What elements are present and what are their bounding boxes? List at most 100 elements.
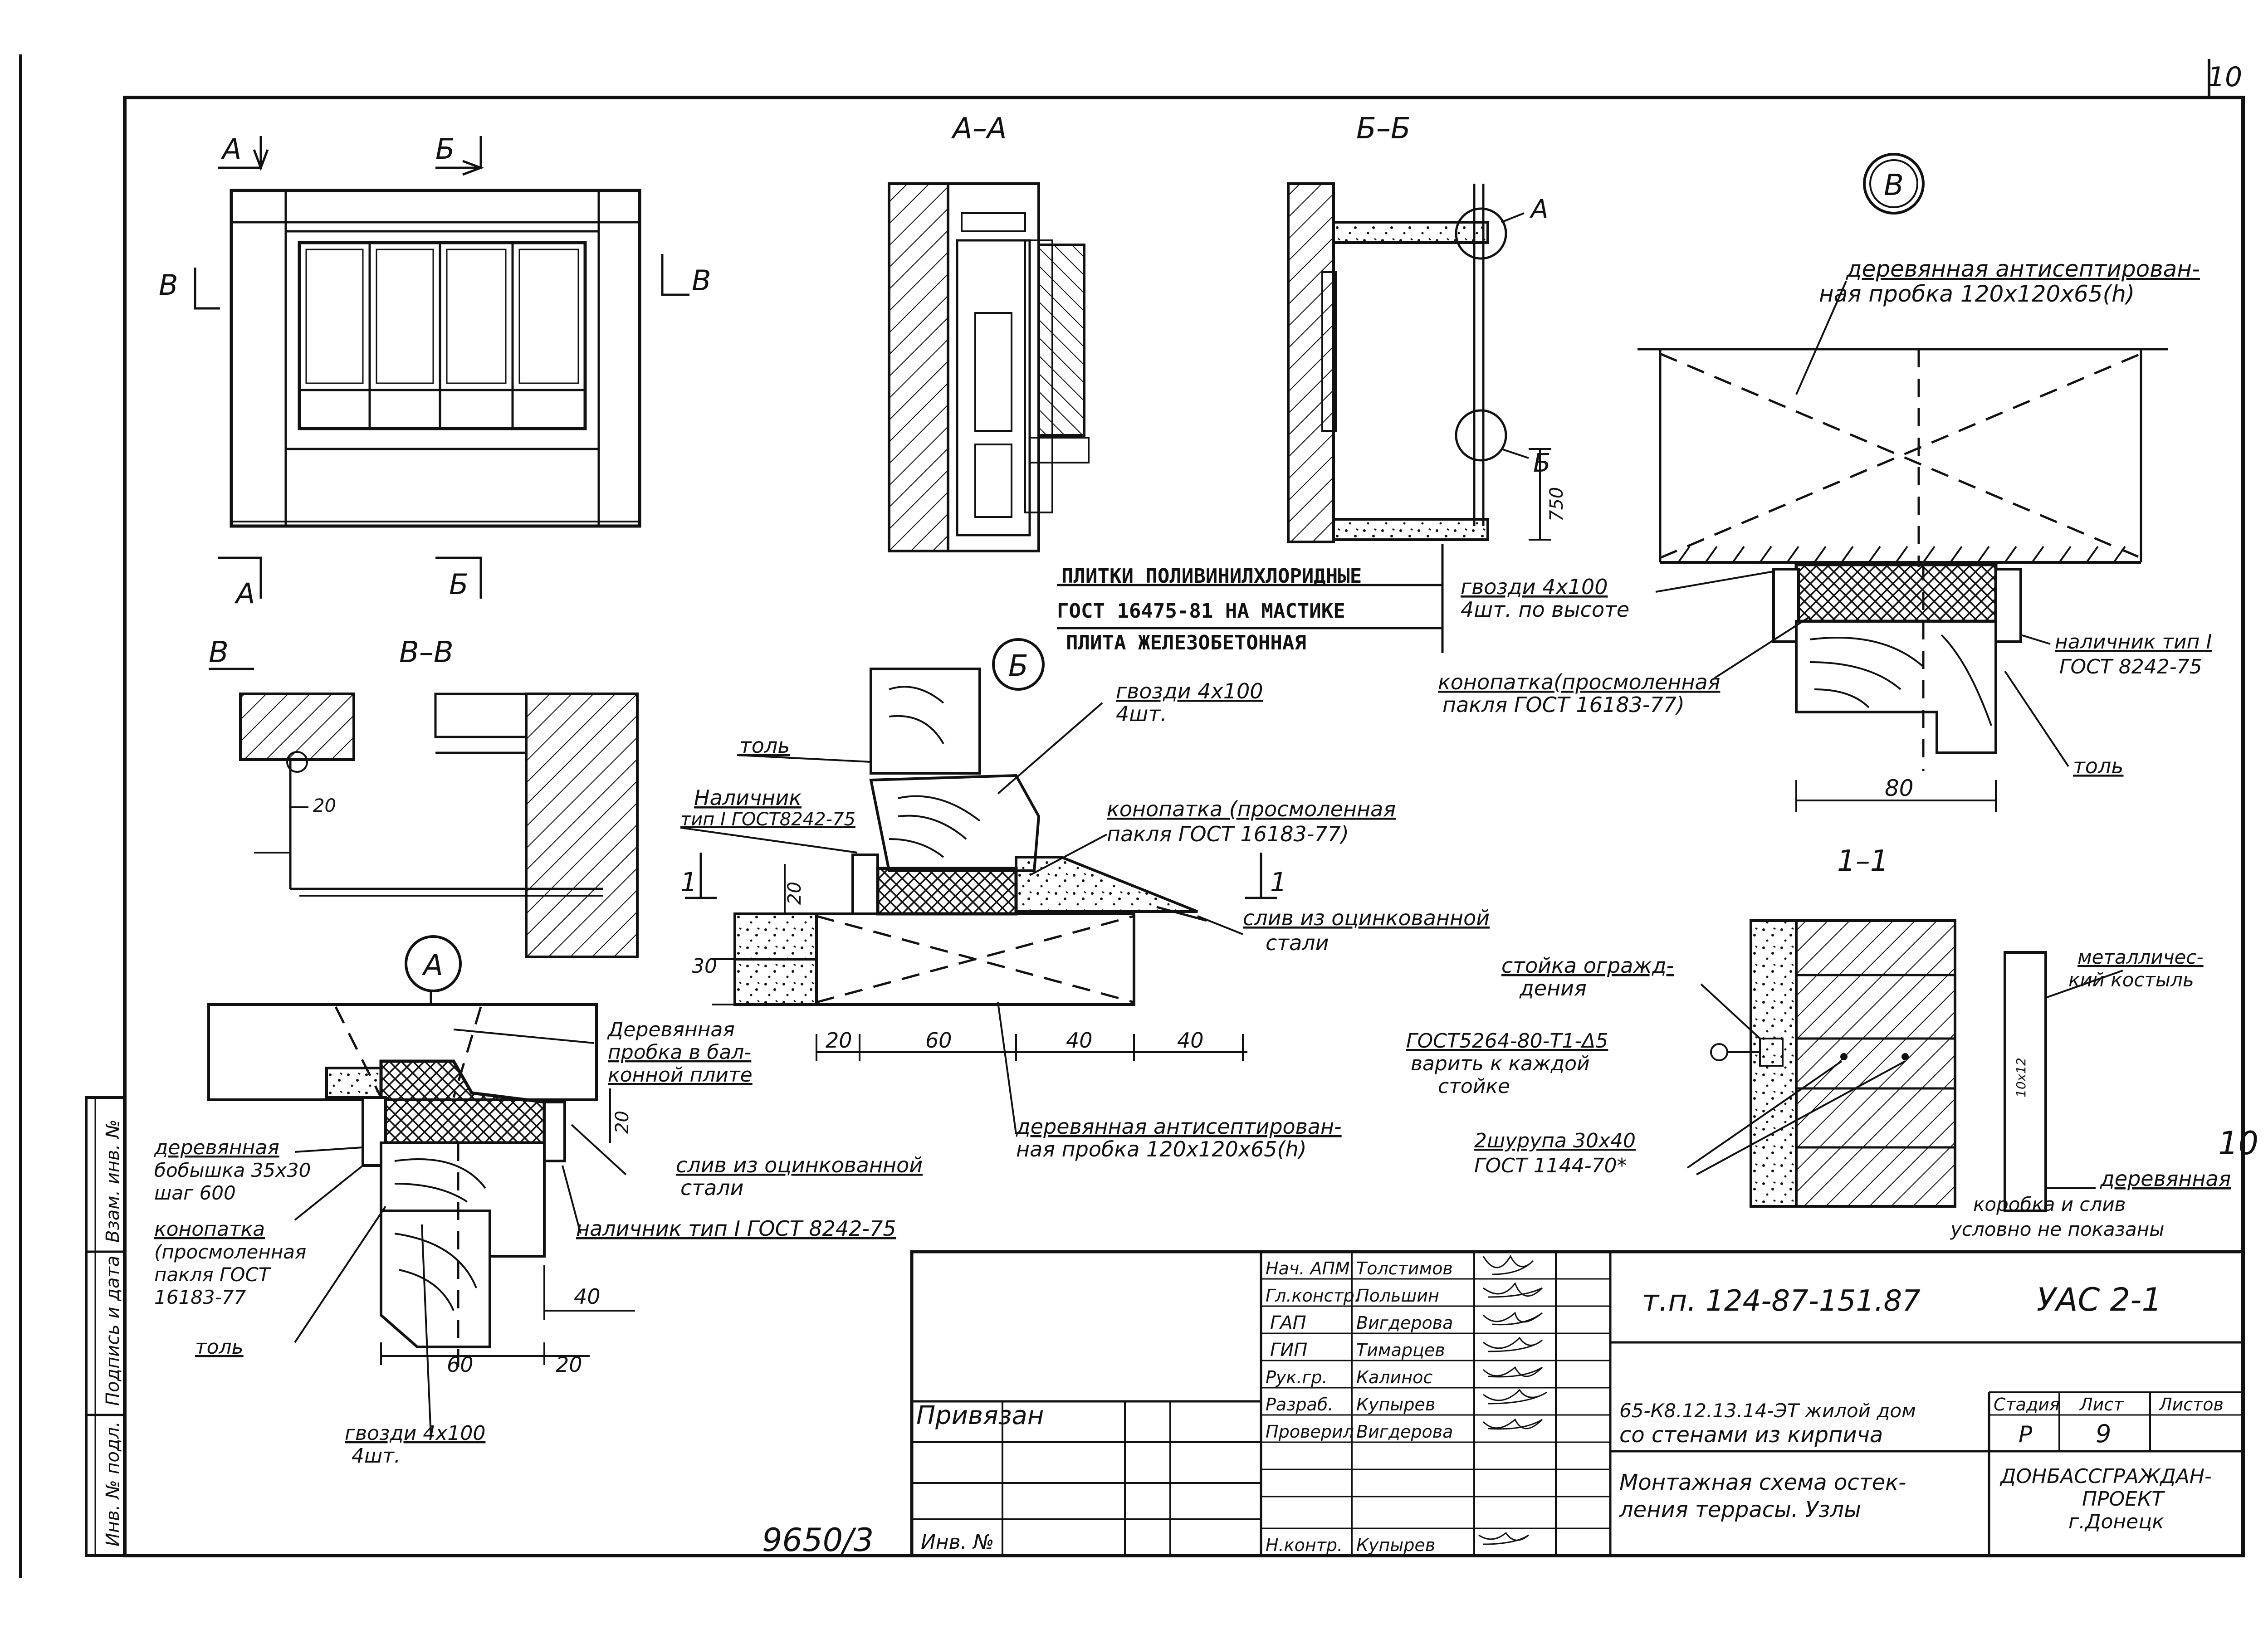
facade-cut-v-right: В	[692, 264, 711, 297]
node-b-dim-20v: 20	[784, 882, 805, 905]
tb-name-4: Калинос	[1356, 1367, 1432, 1387]
tb-role-5: Разраб.	[1266, 1395, 1333, 1415]
section-11-korobka1: деревянная	[2100, 1166, 2231, 1191]
section-11-gost1: ГОСТ5264-80-Т1-Δ5	[1406, 1029, 1608, 1053]
signatures	[1478, 1254, 1547, 1545]
tb-name-0: Толстимов	[1356, 1258, 1453, 1278]
node-a-konopatka3: пакля ГОСТ	[154, 1263, 272, 1286]
node-a-konopatka1: конопатка	[154, 1218, 265, 1241]
node-b-nails2: 4шт.	[1116, 702, 1167, 726]
tb-name-2: Вигдерова	[1356, 1313, 1453, 1333]
section-11-dim-vert: 10х12	[2014, 1058, 2028, 1097]
side-mark: 10	[2218, 1125, 2258, 1162]
stamp-inv-podl: Инв. № подл.	[103, 1421, 123, 1546]
node-v-probka2: ная пробка 120х120х65(h)	[1819, 281, 2135, 307]
tb-mark: УАС 2-1	[2037, 1281, 2162, 1318]
tb-role-1: Гл.констр.	[1266, 1286, 1360, 1306]
bb-note-line2: ГОСТ 16475-81 НА МАСТИКЕ	[1057, 600, 1345, 623]
node-b-nalichnik1: Наличник	[694, 785, 802, 810]
section-aa-title: А–А	[951, 112, 1007, 146]
tb-object2: со стенами из кирпича	[1619, 1422, 1883, 1448]
node-b-cut-left: 1	[680, 867, 697, 897]
bb-callout-b: Б	[1533, 449, 1550, 478]
tb-drawing2: ления террасы. Узлы	[1619, 1497, 1861, 1522]
facade-view	[194, 136, 689, 599]
node-b-probka1: деревянная антисептирован-	[1016, 1114, 1342, 1139]
node-a-konopatka2: (просмоленная	[154, 1241, 306, 1263]
node-a-dim-40: 40	[574, 1284, 601, 1309]
tb-sheets-h: Листов	[2158, 1395, 2224, 1415]
section-11-korobka3: условно не показаны	[1950, 1218, 2164, 1240]
tb-code: т.п. 124-87-151.87	[1642, 1284, 1921, 1318]
node-a-probka2: пробка в бал-	[608, 1041, 751, 1064]
node-a-nails2: 4шт.	[352, 1444, 401, 1468]
node-a-dim-20: 20	[612, 1111, 633, 1134]
tb-name-5: Купырев	[1356, 1395, 1435, 1415]
node-b-dim-3: 40	[1066, 1028, 1093, 1053]
facade-cut-a-top: А	[220, 132, 241, 166]
node-a-probka3: конной плите	[608, 1063, 753, 1087]
tb-org3: г.Донецк	[2068, 1510, 2164, 1533]
tb-sheet-h: Лист	[2079, 1395, 2124, 1415]
tb-name-6: Вигдерова	[1356, 1422, 1453, 1442]
section-11-gost2: варить к каждой	[1411, 1052, 1590, 1075]
node-a-nails: гвозди 4х100	[345, 1422, 485, 1445]
vv-dim-20: 20	[313, 795, 336, 816]
node-b-sliv1: слив из оцинкованной	[1243, 906, 1490, 930]
facade-cut-a-bottom: А	[234, 577, 255, 610]
tb-role-2: ГАП	[1270, 1312, 1306, 1333]
section-11-kostyl1: металличес-	[2077, 946, 2204, 968]
tb-name-1: Польшин	[1356, 1286, 1439, 1306]
facade-cut-b-bottom: Б	[449, 568, 469, 601]
node-v-konopatka1: конопатка(просмоленная	[1438, 670, 1720, 694]
node-v-nails2: 4шт. по высоте	[1461, 597, 1629, 622]
node-b-tol: толь	[739, 733, 790, 758]
bb-note-line1: ПЛИТКИ ПОЛИВИНИЛХЛОРИДНЫЕ	[1061, 565, 1362, 588]
tb-drawing1: Монтажная схема остек-	[1619, 1470, 1906, 1495]
section-bb-title: Б–Б	[1356, 112, 1411, 146]
bb-dim-750: 750	[1546, 487, 1567, 522]
node-a-sliv1: слив из оцинкованной	[676, 1153, 923, 1177]
section-vv-title: В–В	[399, 636, 454, 669]
node-b-dim-4: 40	[1177, 1028, 1204, 1053]
bb-callout-a: А	[1530, 195, 1548, 224]
node-a-circle-label: А	[421, 949, 443, 982]
section-11-gost3: стойке	[1438, 1075, 1510, 1098]
facade-cut-b-top: Б	[435, 132, 455, 166]
node-v	[1637, 153, 2168, 812]
tb-inv: Инв. №	[921, 1531, 994, 1554]
tb-privyazan: Привязан	[916, 1401, 1044, 1430]
node-b-probka2: ная пробка 120х120х65(h)	[1016, 1137, 1307, 1161]
vv-callout: В	[209, 636, 229, 669]
tb-object1: 65-К8.12.13.14-ЭТ жилой дом	[1619, 1400, 1916, 1422]
node-a-bobyshka2: бобышка 35х30	[154, 1159, 311, 1181]
node-a-sliv2: стали	[680, 1176, 744, 1200]
node-a-bobyshka3: шаг 600	[154, 1182, 236, 1204]
node-b-cut-right: 1	[1270, 867, 1287, 897]
node-b-sliv2: стали	[1266, 931, 1329, 955]
node-b-dim-30: 30	[692, 955, 717, 978]
stamp-podpis: Подпись и дата	[103, 1256, 123, 1406]
page-number: 10	[2208, 61, 2242, 93]
node-b-dim-2: 60	[925, 1028, 952, 1053]
title-block	[910, 1250, 2245, 1557]
node-b-konopatka2: пакля ГОСТ 16183-77)	[1107, 822, 1349, 846]
section-11-kostyl2: кий костыль	[2068, 969, 2194, 991]
tb-role-6: Проверил	[1266, 1422, 1354, 1442]
node-b-circle-label: Б	[1008, 649, 1028, 683]
section-11-shurup2: ГОСТ 1144-70*	[1474, 1154, 1627, 1177]
node-a-probka1: Деревянная	[607, 1018, 735, 1041]
tb-role-3: ГИП	[1270, 1340, 1307, 1361]
stamp-vzam: Взам. инв. №	[103, 1119, 123, 1243]
tb-nkontr-role: Н.контр.	[1266, 1535, 1343, 1555]
node-v-circle-label: В	[1884, 169, 1904, 202]
section-aa	[888, 182, 1090, 552]
node-a-konopatka4: 16183-77	[154, 1286, 246, 1308]
node-b-dim-1: 20	[826, 1028, 852, 1053]
node-v-nalichnik1: наличник тип I	[2055, 630, 2212, 654]
tb-org2: ПРОЕКТ	[2082, 1488, 2165, 1511]
tb-stage: Р	[2019, 1421, 2033, 1448]
bb-note-line3: ПЛИТА ЖЕЛЕЗОБЕТОННАЯ	[1066, 631, 1306, 654]
node-b-nails: гвозди 4х100	[1116, 679, 1263, 703]
